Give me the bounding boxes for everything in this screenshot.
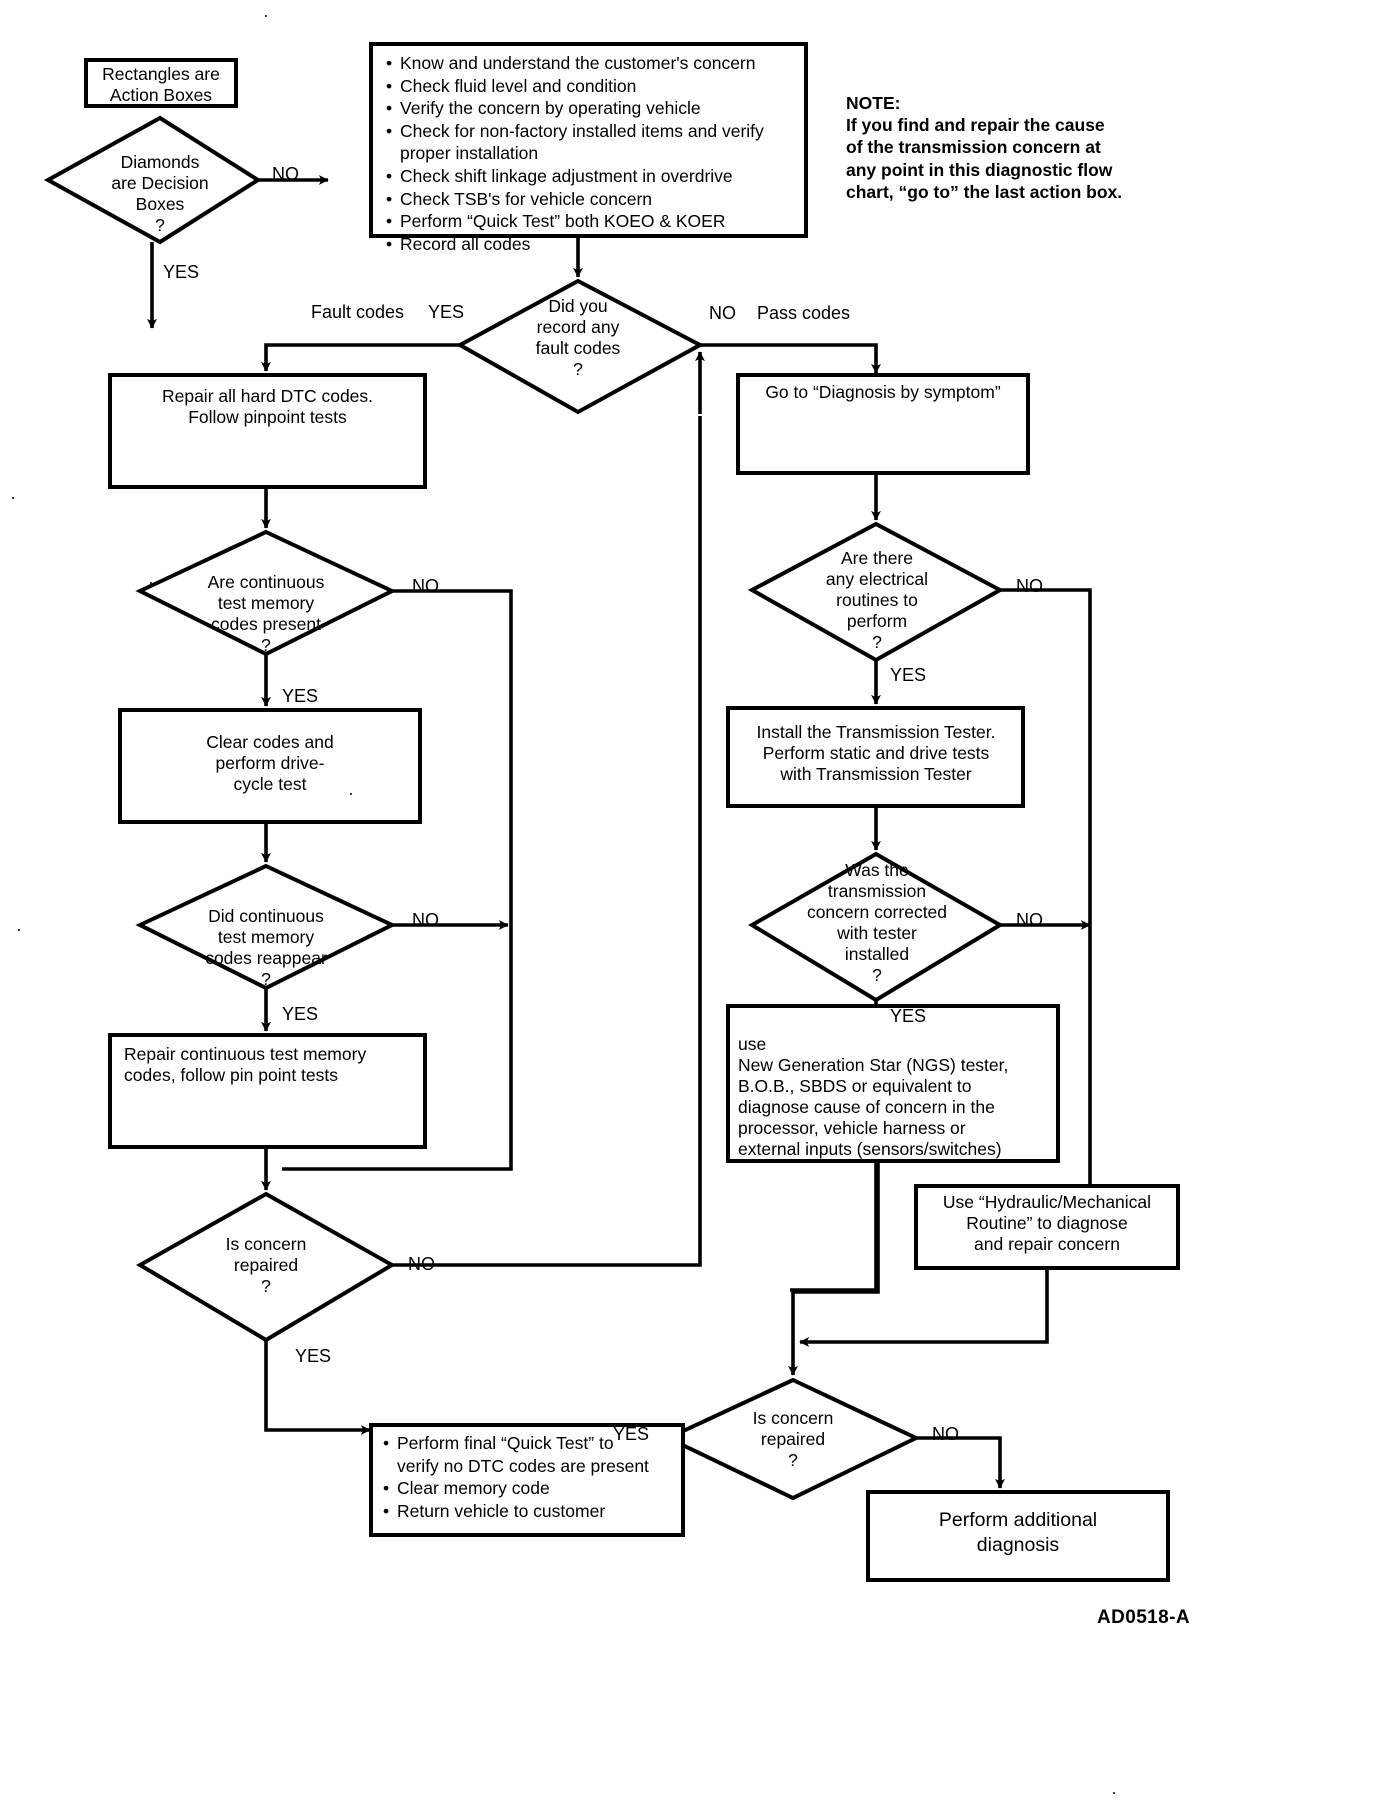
continuous-no-connector [282,589,513,1171]
is-concern-repaired-left-label: Is concern repaired ? [225,1234,307,1296]
is-concern-repaired-left-no-label: NO [408,1254,435,1274]
legend-no-label: NO [272,164,299,184]
continuous-codes-yes-label: YES [282,686,319,706]
final-verification-item: Perform final “Quick Test” to [383,1432,678,1455]
is-concern-repaired-bottom-label: Is concern repaired ? [752,1408,834,1470]
ngs-to-bottom-merge-connector [788,1161,880,1376]
hydraulic-to-bottom-merge-connector [799,1268,1049,1347]
scan-speck [150,582,152,584]
concern-left-no-connector [392,416,702,1267]
initial-checks-item: Record all codes [386,233,796,256]
initial-checks-item: Check shift linkage adjustment in overdr… [386,165,796,188]
electrical-routines-no-label: NO [1016,576,1043,596]
fault-codes-yes-connector [261,343,460,372]
scan-speck [18,929,20,931]
record-fault-codes-yes-label: YES [428,302,465,322]
diagnosis-by-symptom-box [736,373,1030,475]
concern-bottom-no-connector [916,1436,1005,1489]
corrected-with-tester-label: Was the transmission concern corrected w… [806,860,948,985]
clear-codes-box [118,708,422,824]
initial-checks-list: Know and understand the customer's conce… [386,52,796,255]
legend-rectangle-box [84,58,238,108]
clear-codes-label: Clear codes and perform drive- cycle tes… [206,732,334,794]
note-heading: NOTE: [846,93,901,113]
legend-yes-label: YES [163,262,200,282]
is-concern-repaired-left-yes-label: YES [295,1346,332,1366]
record-fault-codes-label: Did you record any fault codes ? [535,296,621,379]
record-fault-codes-diamond [455,278,705,415]
repair-continuous-codes-box [108,1033,427,1149]
initial-checks-item: proper installation [400,143,539,164]
electrical-routines-label: Are there any electrical routines to per… [825,548,929,652]
initial-checks-item: Check TSB's for vehicle concern [386,188,796,211]
is-concern-repaired-bottom-diamond [663,1377,921,1501]
additional-diagnosis-label: Perform additional diagnosis [938,1509,1098,1556]
initial-checks-item: Know and understand the customer's conce… [386,52,796,75]
scan-speck [350,793,352,795]
record-fault-codes-no-label: NO [709,303,736,323]
additional-diagnosis-box [866,1490,1170,1582]
install-tester-box [726,706,1025,808]
legend-diamond-box [43,115,262,245]
use-ngs-box [726,1004,1060,1163]
continuous-codes-no-label: NO [412,576,439,596]
pass-codes-no-connector [700,343,881,374]
corrected-with-tester-yes-label: YES [890,1006,927,1026]
concern-left-yes-connector [264,1340,371,1435]
is-concern-repaired-bottom-no-label: NO [932,1424,959,1444]
corrected-with-tester-no-label: NO [1016,910,1043,930]
electrical-routines-yes-label: YES [890,665,927,685]
repair-hard-dtc-box [108,373,427,489]
hydraulic-routine-label: Use “Hydraulic/Mechanical Routine” to di… [942,1192,1152,1254]
initial-checks-item: Check fluid level and condition [386,75,796,98]
scan-speck [265,15,267,17]
initial-checks-item: Perform “Quick Test” both KOEO & KOER [386,210,796,233]
final-verification-item: Return vehicle to customer [383,1500,678,1523]
codes-reappear-label: Did continuous test memory codes reappea… [205,906,327,989]
note-body: If you find and repair the cause of the … [846,115,1123,203]
fault-codes-branch-note: Fault codes [311,302,405,322]
pass-codes-branch-note: Pass codes [757,303,851,323]
hydraulic-routine-box [914,1184,1180,1270]
scan-speck [12,497,14,499]
install-tester-label: Install the Transmission Tester. Perform… [756,722,996,784]
scan-speck [1113,1792,1115,1794]
repair-hard-dtc-label: Repair all hard DTC codes. Follow pinpoi… [161,386,374,427]
legend-diamond-label: Diamonds are Decision Boxes ? [111,152,209,235]
figure-code: AD0518-A [1097,1607,1190,1628]
final-verification-item: Clear memory code [383,1477,678,1500]
ngs-out-connector [790,1161,878,1292]
legend-rectangles-label: Rectangles are Action Boxes [102,64,220,105]
continuous-codes-present-label: Are continuous test memory codes present… [207,572,325,655]
initial-checks-item: Check for non-factory installed items an… [386,120,796,143]
repair-continuous-codes-label: Repair continuous test memory codes, fol… [124,1044,367,1085]
diagnosis-by-symptom-label: Go to “Diagnosis by symptom” [765,382,1001,402]
codes-reappear-no-label: NO [412,910,439,930]
final-verification-item: verify no DTC codes are present [397,1455,649,1476]
electrical-no-connector [1000,588,1092,1186]
initial-checks-item: Verify the concern by operating vehicle [386,97,796,120]
use-ngs-label: use New Generation Star (NGS) tester, B.… [738,1034,1009,1159]
codes-reappear-yes-label: YES [282,1004,319,1024]
